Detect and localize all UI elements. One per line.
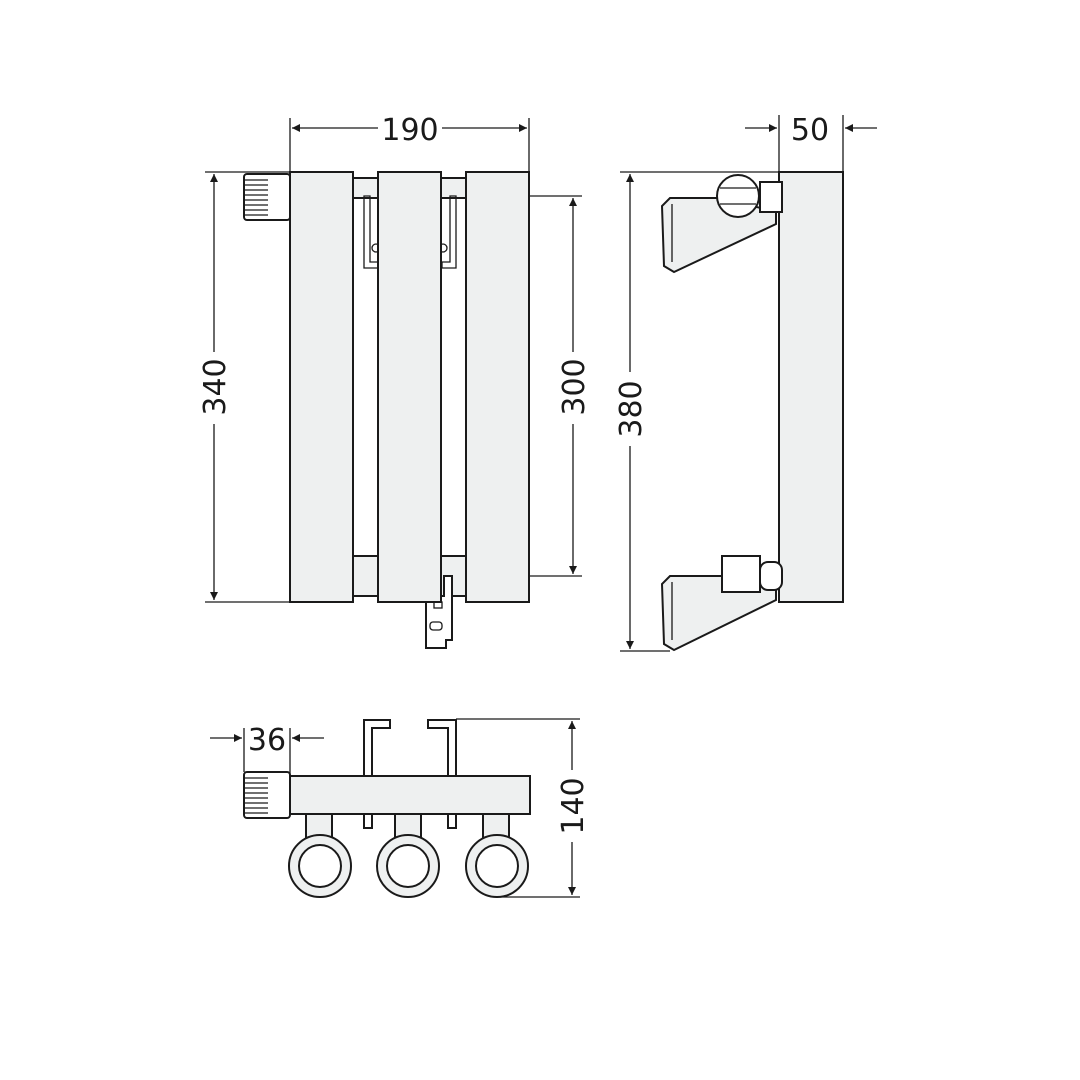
dim-plan-depth: 140 — [456, 718, 591, 898]
plan-tube-3 — [465, 813, 529, 898]
column-right — [465, 171, 530, 603]
dim-side-height: 380 — [614, 171, 779, 652]
side-view: 50 380 — [614, 113, 877, 652]
dim-label-50: 50 — [791, 113, 829, 148]
dim-label-300: 300 — [557, 358, 592, 415]
dim-label-380: 380 — [614, 380, 649, 437]
dim-label-190: 190 — [381, 113, 438, 148]
front-view: 190 340 300 — [198, 113, 592, 649]
plan-tube-1 — [288, 813, 352, 898]
dim-label-340: 340 — [198, 358, 233, 415]
column-left — [289, 171, 354, 603]
dim-front-width: 190 — [289, 113, 530, 172]
dim-label-36: 36 — [248, 723, 286, 758]
plan-collector — [289, 775, 531, 815]
side-bottom-coupling — [759, 561, 783, 591]
side-top-coupling — [759, 181, 783, 213]
plan-tube-2 — [376, 813, 440, 898]
valve-head-plan — [243, 771, 291, 819]
side-bracket-top — [660, 197, 777, 274]
plan-view: 36 140 — [210, 718, 591, 898]
dim-axis-distance: 300 — [529, 195, 592, 577]
side-valve-head — [716, 174, 760, 218]
side-body — [778, 171, 844, 603]
side-bottom-valve — [721, 555, 761, 593]
dim-label-140: 140 — [556, 777, 591, 834]
dim-valve-offset: 36 — [210, 723, 324, 776]
valve-head-front — [243, 173, 291, 221]
column-middle — [377, 171, 442, 603]
dim-side-depth: 50 — [745, 113, 877, 172]
dim-front-height: 340 — [198, 171, 290, 603]
